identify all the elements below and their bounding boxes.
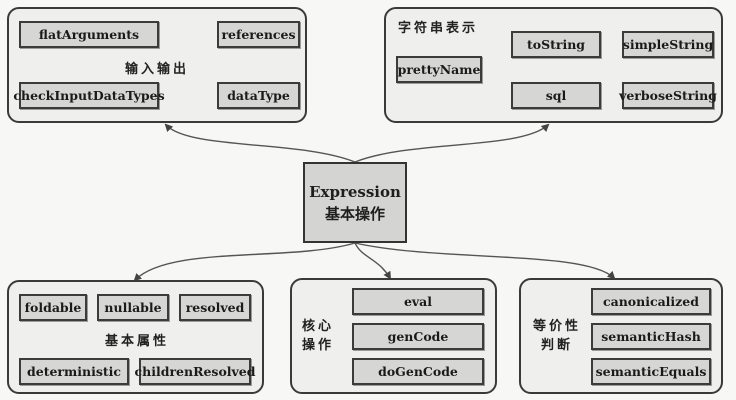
flatarguments-node: flatArguments xyxy=(19,21,159,48)
canonicalized-node: canonicalized xyxy=(591,288,711,315)
verbosestring-node: verboseString xyxy=(619,82,717,109)
edge-to-equiv xyxy=(354,242,616,280)
equivalence-label-line2: 判断 xyxy=(541,338,574,353)
equivalence-label: 等价性 判断 xyxy=(533,317,581,355)
basic-props-group: foldable nullable resolved 基本属性 determin… xyxy=(7,280,264,394)
checkinputdatatypes-node: checkInputDataTypes xyxy=(13,82,165,109)
core-ops-label-line2: 操作 xyxy=(302,338,335,353)
center-subtitle: 基本操作 xyxy=(324,204,385,223)
core-ops-label-line1: 核心 xyxy=(302,319,335,334)
core-ops-group: 核心 操作 eval genCode doGenCode xyxy=(290,278,497,394)
eval-node: eval xyxy=(352,288,484,315)
edge-to-basic xyxy=(133,242,356,282)
edge-to-io xyxy=(164,123,356,163)
string-repr-group: 字符串表示 prettyName toString sql simpleStri… xyxy=(384,7,723,123)
datatype-node: dataType xyxy=(217,82,300,109)
edge-to-string xyxy=(354,123,550,163)
prettyname-node: prettyName xyxy=(396,56,482,83)
io-group: flatArguments references 输入输出 checkInput… xyxy=(7,7,307,123)
semantichash-node: semanticHash xyxy=(591,323,711,350)
gencode-node: genCode xyxy=(352,323,484,350)
dogencode-node: doGenCode xyxy=(352,358,484,385)
equivalence-label-line1: 等价性 xyxy=(533,319,582,334)
core-ops-label: 核心 操作 xyxy=(302,317,334,355)
foldable-node: foldable xyxy=(19,294,87,321)
equivalence-group: 等价性 判断 canonicalized semanticHash semant… xyxy=(519,278,723,394)
center-title: Expression xyxy=(309,182,401,201)
childrenresolved-node: childrenResolved xyxy=(135,358,256,385)
nullable-node: nullable xyxy=(97,294,169,321)
simplestring-node: simpleString xyxy=(622,31,714,58)
sql-node: sql xyxy=(511,82,601,109)
edge-to-core xyxy=(354,242,392,280)
expression-center-node: Expression 基本操作 xyxy=(303,162,407,243)
string-repr-label: 字符串表示 xyxy=(398,21,479,36)
basic-props-label: 基本属性 xyxy=(105,334,170,349)
deterministic-node: deterministic xyxy=(19,358,129,385)
semanticequals-node: semanticEquals xyxy=(591,358,711,385)
io-label: 输入输出 xyxy=(125,62,190,77)
resolved-node: resolved xyxy=(179,294,251,321)
tostring-node: toString xyxy=(511,31,601,58)
references-node: references xyxy=(217,21,300,48)
